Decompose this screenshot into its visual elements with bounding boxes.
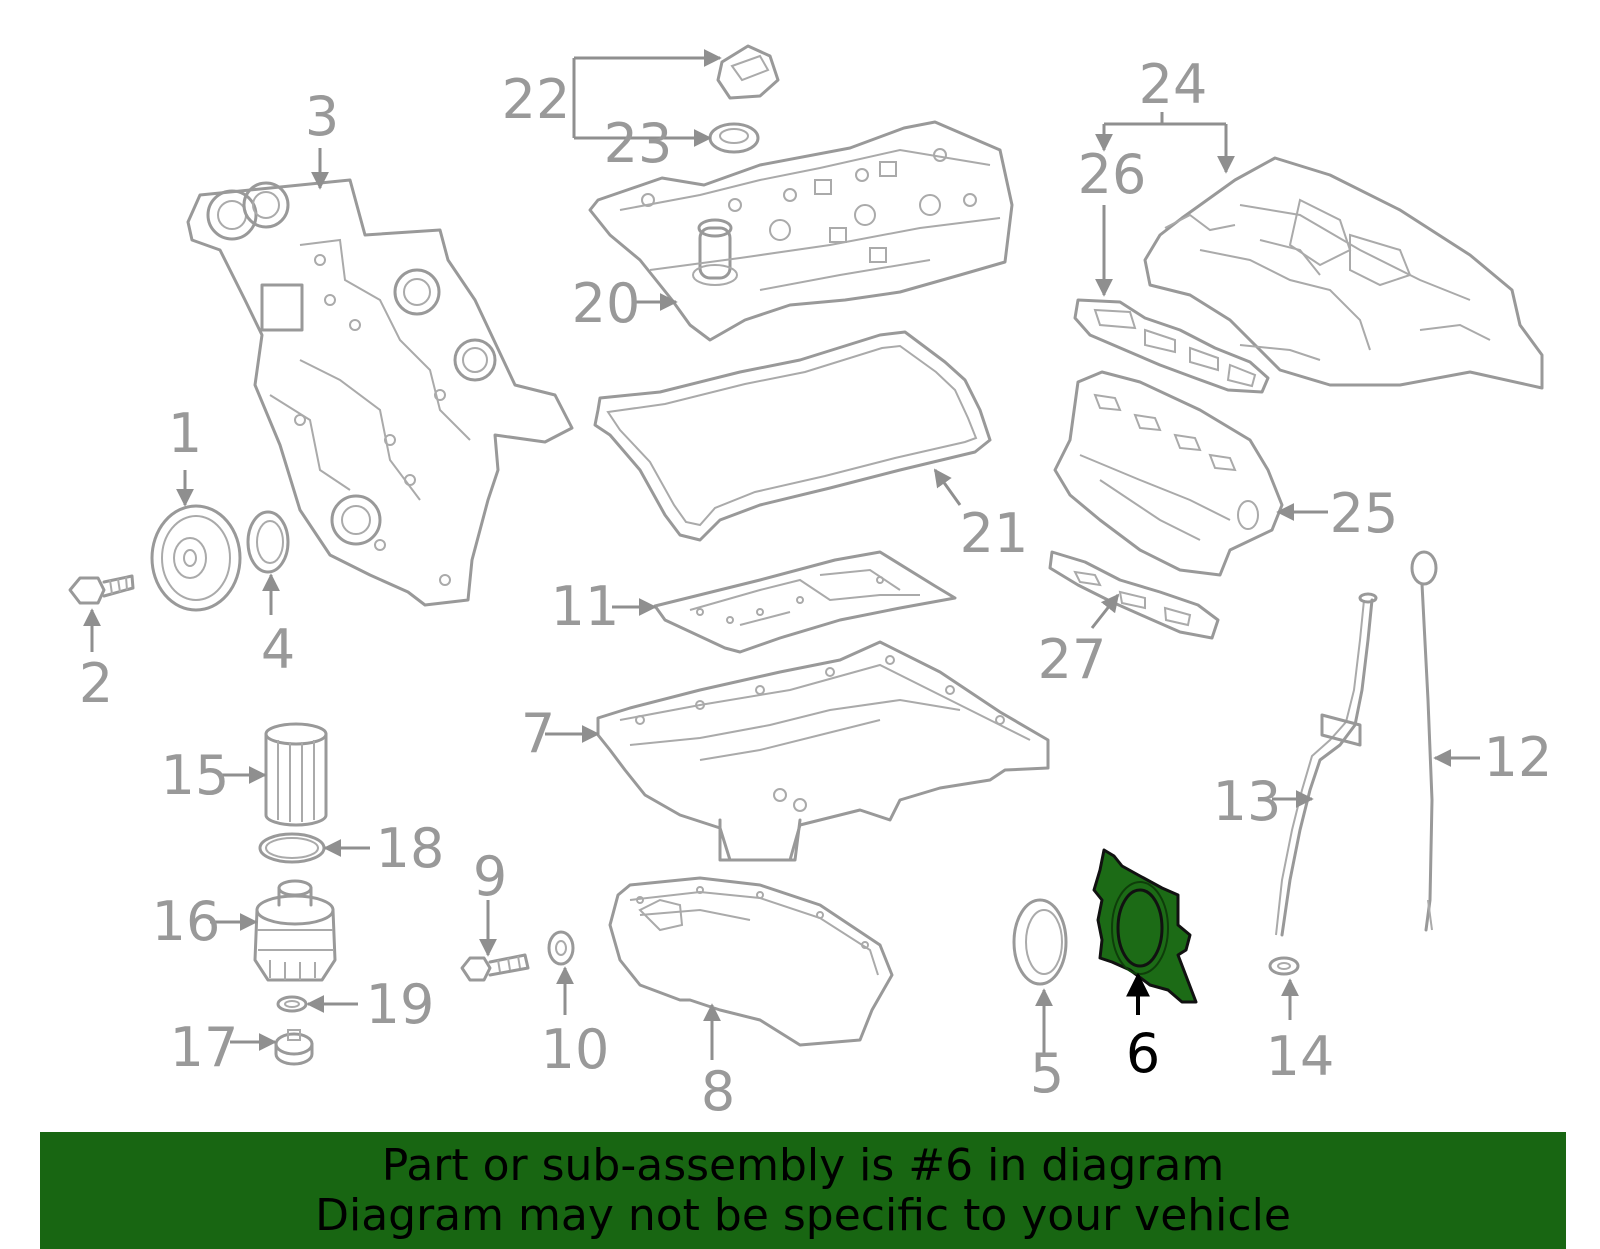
callout-25: 25 [1330, 482, 1399, 545]
banner-line-1: Part or sub-assembly is #6 in diagram [381, 1139, 1225, 1191]
callout-1: 1 [168, 402, 202, 465]
part-6-seal-retainer-highlighted[interactable] [1092, 848, 1198, 1004]
part-21-gasket [593, 330, 992, 542]
callout-27: 27 [1038, 628, 1107, 691]
callout-9: 9 [473, 845, 507, 908]
part-17-drain-plug [274, 1029, 314, 1066]
callout-15: 15 [161, 744, 230, 807]
callout-labels: 1 2 3 4 5 6 7 8 9 10 11 12 13 14 15 16 1… [79, 53, 1553, 1123]
callout-26: 26 [1078, 143, 1147, 206]
part-9-bolt [460, 953, 530, 982]
callout-10: 10 [541, 1018, 610, 1081]
part-20-valve-cover [588, 120, 1014, 342]
part-11-baffle-plate [653, 550, 957, 654]
callout-13: 13 [1213, 770, 1282, 833]
part-1-pulley [150, 504, 242, 612]
part-19-washer [276, 995, 308, 1013]
part-16-filter-housing [253, 879, 337, 982]
part-2-bolt [68, 574, 135, 605]
callout-2: 2 [79, 652, 113, 715]
part-22-oil-cap [716, 44, 780, 100]
part-18-o-ring [258, 832, 326, 864]
callout-11: 11 [551, 575, 620, 638]
part-23-seal [708, 122, 760, 154]
part-4-seal [246, 510, 290, 574]
part-26-gasket [1073, 298, 1270, 394]
callout-14: 14 [1266, 1025, 1335, 1088]
part-7-upper-oil-pan [596, 640, 1050, 862]
part-14-washer [1268, 956, 1300, 976]
callout-20: 20 [572, 272, 641, 335]
callout-8: 8 [701, 1060, 735, 1123]
callout-7: 7 [521, 702, 555, 765]
callout-19: 19 [366, 973, 435, 1036]
part-25-lower-intake [1053, 370, 1284, 577]
callout-23: 23 [604, 112, 673, 175]
callout-12: 12 [1484, 726, 1553, 789]
callout-24: 24 [1139, 53, 1208, 116]
part-5-rear-seal [1012, 898, 1068, 986]
part-15-oil-filter [264, 722, 328, 827]
part-27-gasket [1048, 550, 1220, 640]
callout-21: 21 [960, 502, 1029, 565]
part-10-washer [547, 930, 575, 966]
callout-22: 22 [502, 68, 571, 131]
callout-4: 4 [261, 618, 295, 681]
part-12-dipstick [1410, 550, 1438, 932]
callout-16: 16 [152, 890, 221, 953]
callout-18: 18 [376, 817, 445, 880]
callout-3: 3 [305, 85, 339, 148]
part-24-intake-manifold [1143, 156, 1544, 390]
part-3-timing-cover [186, 178, 574, 607]
callout-5: 5 [1030, 1042, 1064, 1105]
part-13-dipstick-tube [1275, 592, 1378, 937]
part-8-lower-oil-pan [608, 876, 894, 1047]
callout-17: 17 [170, 1016, 239, 1079]
callout-6-highlighted: 6 [1126, 1022, 1160, 1085]
info-banner: Part or sub-assembly is #6 in diagram Di… [40, 1132, 1566, 1249]
banner-line-2: Diagram may not be specific to your vehi… [315, 1189, 1291, 1241]
leader-lines [83, 49, 1480, 1060]
